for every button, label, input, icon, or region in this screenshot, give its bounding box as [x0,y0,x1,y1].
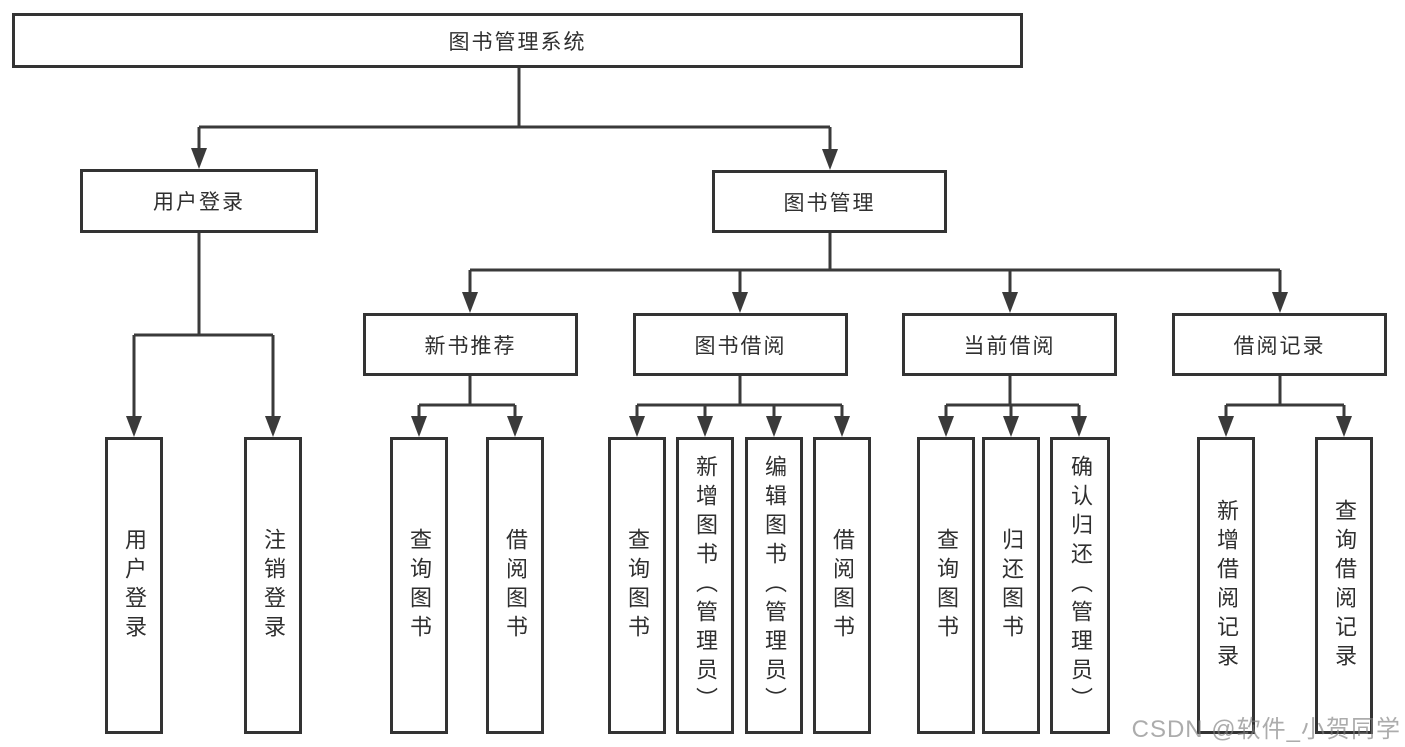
node-book-borrowing: 图书借阅 [633,313,848,376]
arrowhead-icon [1272,292,1288,313]
leaf-confirm-return-admin: 确认归还（管理员） [1050,437,1110,734]
connector-borrow-records-children [1224,376,1346,433]
connector-book-mgmt-children [468,233,1282,309]
node-borrowing-records: 借阅记录 [1172,313,1387,376]
node-current-borrowing: 当前借阅 [902,313,1117,376]
leaf-return-books: 归还图书 [982,437,1040,734]
arrowhead-icon [126,416,142,437]
arrowhead-icon [834,416,850,437]
connector-root-to-level2 [197,68,832,166]
node-user-login: 用户登录 [80,169,318,233]
arrowhead-icon [1336,416,1352,437]
leaf-query-books-recommend: 查询图书 [390,437,448,734]
arrowhead-icon [411,416,427,437]
arrowhead-icon [732,292,748,313]
arrowhead-icon [1003,416,1019,437]
arrowhead-icon [629,416,645,437]
arrowhead-icon [822,149,838,170]
leaf-add-books-admin: 新增图书（管理员） [676,437,734,734]
node-book-management: 图书管理 [712,170,947,233]
arrowhead-icon [265,416,281,437]
leaf-edit-books-admin: 编辑图书（管理员） [745,437,803,734]
arrowhead-icon [462,292,478,313]
connector-book-borrow-children [635,376,844,433]
connector-user-login-children [132,233,275,433]
arrowhead-icon [938,416,954,437]
node-root-system: 图书管理系统 [12,13,1023,68]
arrowhead-icon [1218,416,1234,437]
arrowhead-icon [697,416,713,437]
leaf-borrow-books-recommend: 借阅图书 [486,437,544,734]
leaf-logout: 注销登录 [244,437,302,734]
connector-new-book-rec-children [417,376,517,433]
node-new-book-recommend: 新书推荐 [363,313,578,376]
leaf-query-borrow-record: 查询借阅记录 [1315,437,1373,734]
arrowhead-icon [191,148,207,169]
leaf-borrow-books: 借阅图书 [813,437,871,734]
arrowhead-icon [766,416,782,437]
leaf-add-borrow-record: 新增借阅记录 [1197,437,1255,734]
arrowhead-icon [1002,292,1018,313]
arrowhead-icon [1071,416,1087,437]
leaf-user-login: 用户登录 [105,437,163,734]
connector-current-borrow-children [944,376,1081,433]
arrowhead-icon [507,416,523,437]
leaf-query-books-borrowing: 查询图书 [608,437,666,734]
leaf-query-books-current: 查询图书 [917,437,975,734]
